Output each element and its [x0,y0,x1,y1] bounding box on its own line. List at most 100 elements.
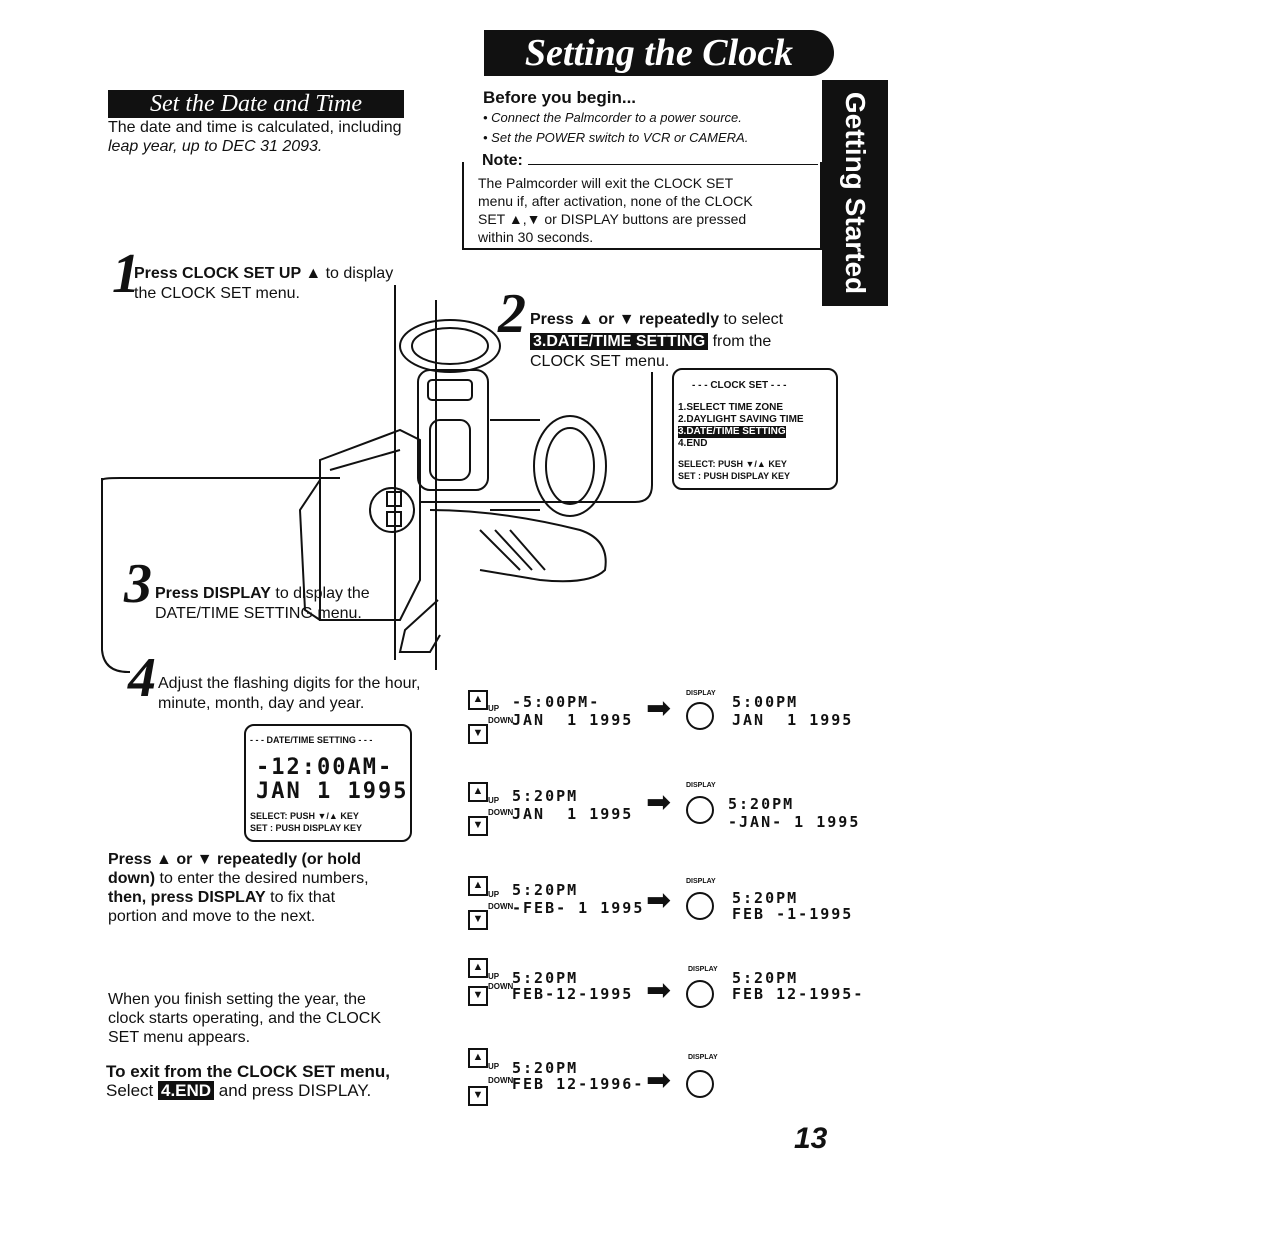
note-line-3: SET ▲,▼ or DISPLAY buttons are pressed [478,211,747,227]
up-button-icon: ▲ [468,1048,488,1068]
up-label: UP [488,1062,500,1071]
step-1-rest: to display [321,265,394,282]
after-time: 5:20PM [728,795,795,813]
before-date: JAN 1 1995 [512,805,634,823]
step-3-number: 3 [124,553,152,615]
down-label: DOWN [488,1076,514,1085]
instr-line-4: portion and move to the next. [108,908,316,925]
down-label: DOWN [488,982,514,991]
exit-pre: Select [106,1081,158,1100]
before-date: -FEB- 1 1995 [512,899,645,917]
note-line-1: The Palmcorder will exit the CLOCK SET [478,175,734,191]
section-title-banner: Set the Date and Time [108,90,404,118]
dt-menu-title: - - - DATE/TIME SETTING - - - [250,735,373,745]
up-button-icon: ▲ [468,782,488,802]
finish-line-2: clock starts operating, and the CLOCK [108,1010,382,1027]
down-button-icon: ▼ [468,910,488,930]
display-label: DISPLAY [686,690,716,697]
arrow-right-icon: ➡ [646,884,672,917]
step-1-number: 1 [112,243,140,305]
sequence-row-2: ▲ UP ▼ DOWN 5:20PM JAN 1 1995 ➡ DISPLAY … [460,778,880,838]
clock-menu-foot-2: SET : PUSH DISPLAY KEY [678,471,791,481]
step-2-line-3: CLOCK SET menu. [530,353,670,370]
instr-rest-2: to enter the desired numbers, [155,870,369,887]
after-date: FEB 12-1995- [732,985,865,1003]
display-label: DISPLAY [688,1054,718,1061]
dt-menu-time: -12:00AM- [256,755,394,780]
after-date: JAN 1 1995 [732,711,854,729]
page-number: 13 [794,1122,828,1155]
after-time: 5:00PM [732,693,799,711]
clock-menu-foot-1: SELECT: PUSH ▼/▲ KEY [678,459,787,469]
step-2-bold: Press ▲ or ▼ repeatedly [530,311,720,328]
display-label: DISPLAY [688,966,718,973]
display-button-icon [686,702,714,730]
date-time-setting-display: - - - DATE/TIME SETTING - - - -12:00AM- … [244,724,412,842]
finish-line-3: SET menu appears. [108,1029,251,1046]
note-heading: Note: [478,152,527,170]
instr-rest-3: to fix that [265,889,336,906]
clock-menu-item-1: 1.SELECT TIME ZONE [678,402,784,413]
instr-line-1: Press ▲ or ▼ repeatedly (or hold [108,851,362,868]
note-line-4: within 30 seconds. [478,229,594,245]
down-label: DOWN [488,716,514,725]
display-button-icon [686,980,714,1008]
up-button-icon: ▲ [468,876,488,896]
note-line-2: menu if, after activation, none of the C… [478,193,753,209]
after-time: 5:20PM [732,969,799,987]
down-button-icon: ▼ [468,986,488,1006]
up-button-icon: ▲ [468,958,488,978]
step-1-bold: Press CLOCK SET UP ▲ [134,265,322,282]
display-label: DISPLAY [686,782,716,789]
exit-post: and press DISPLAY. [214,1081,372,1100]
sequence-row-5: ▲ UP ▼ DOWN 5:20PM FEB 12-1996- ➡ DISPLA… [460,1046,880,1106]
step-3-bold: Press DISPLAY [155,585,271,602]
clock-menu-item-3: 3.DATE/TIME SETTING [678,426,786,438]
step-3-rest: to display the [270,585,370,602]
before-date: FEB 12-1996- [512,1075,645,1093]
before-time: 5:20PM [512,969,579,987]
side-tab: Getting Started [822,80,888,306]
sequence-row-1: ▲ UP ▼ DOWN -5:00PM- JAN 1 1995 ➡ DISPLA… [460,686,880,746]
exit-end-highlight: 4.END [157,1081,215,1100]
before-date: FEB-12-1995 [512,985,634,1003]
before-time: -5:00PM- [512,693,601,711]
arrow-right-icon: ➡ [646,786,672,819]
down-button-icon: ▼ [468,1086,488,1106]
arrow-right-icon: ➡ [646,1064,672,1097]
side-tab-label: Getting Started [840,91,871,295]
up-label: UP [488,890,500,899]
instr-bold-3: then, press DISPLAY [108,889,266,906]
up-label: UP [488,704,500,713]
step-3-line-2: DATE/TIME SETTING menu. [155,605,362,622]
up-label: UP [488,796,500,805]
display-button-icon [686,1070,714,1098]
clock-set-menu-display: - - - CLOCK SET - - - 1.SELECT TIME ZONE… [672,368,838,490]
camcorder-illustration [101,285,653,673]
down-button-icon: ▼ [468,816,488,836]
step-2-rest: to select [719,311,784,328]
dt-menu-foot-1: SELECT: PUSH ▼/▲ KEY [250,811,359,821]
arrow-right-icon: ➡ [646,974,672,1007]
note-box [462,162,822,250]
clock-menu-title: - - - CLOCK SET - - - [692,380,787,391]
before-heading: Before you begin... [483,88,637,107]
page-title-banner: Setting the Clock [484,30,834,76]
clock-menu-item-4: 4.END [678,438,708,449]
before-date: JAN 1 1995 [512,711,634,729]
step-2-number: 2 [498,283,526,345]
before-item-1: • Connect the Palmcorder to a power sour… [483,110,742,125]
camcorder-drawing [101,285,653,673]
sequence-row-3: ▲ UP ▼ DOWN 5:20PM -FEB- 1 1995 ➡ DISPLA… [460,872,880,932]
up-button-icon: ▲ [468,690,488,710]
step-4-line-1: Adjust the flashing digits for the hour, [158,675,421,692]
arrow-right-icon: ➡ [646,692,672,725]
intro-line-1: The date and time is calculated, includi… [108,119,402,136]
step-4-line-2: minute, month, day and year. [158,695,365,712]
finish-line-1: When you finish setting the year, the [108,991,366,1008]
before-item-2: • Set the POWER switch to VCR or CAMERA. [483,130,749,145]
sequence-row-4: ▲ UP ▼ DOWN 5:20PM FEB-12-1995 ➡ DISPLAY… [460,956,880,1016]
step-2-menu-highlight: 3.DATE/TIME SETTING [530,333,709,350]
note-text: The Palmcorder will exit the CLOCK SET m… [478,174,753,246]
dt-menu-foot-2: SET : PUSH DISPLAY KEY [250,823,363,833]
